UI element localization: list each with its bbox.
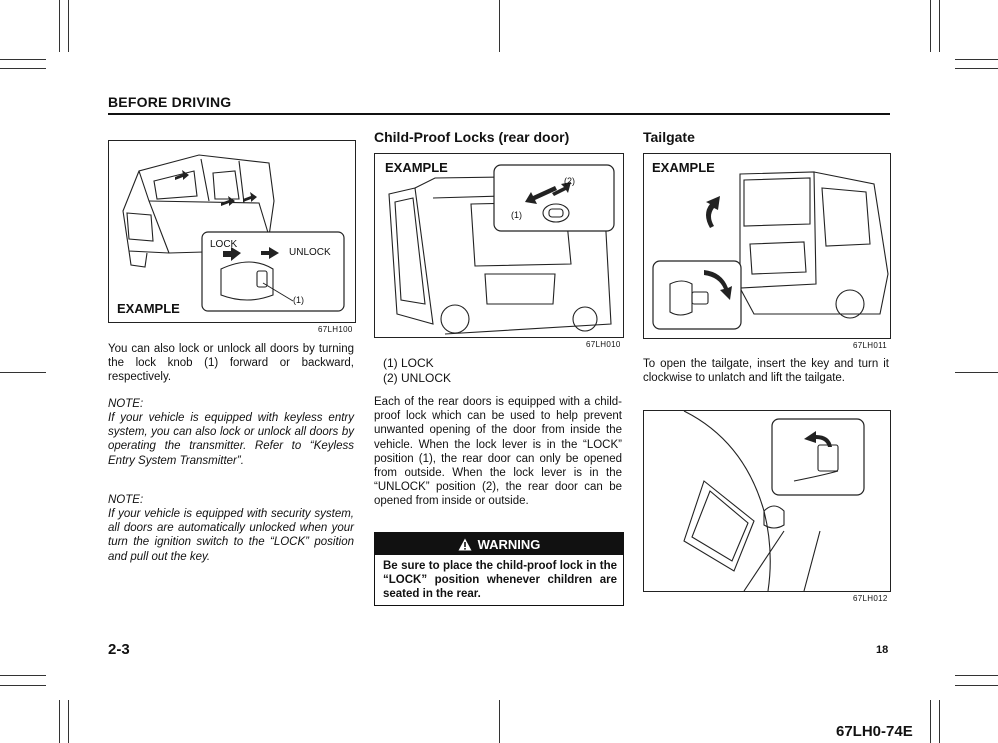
crop-mark	[59, 0, 60, 52]
callout-2: (2)	[564, 176, 575, 186]
crop-mark	[68, 700, 69, 743]
crop-mark	[59, 700, 60, 743]
tailgate-lever-drawing	[683, 411, 865, 591]
note-2-title: NOTE:	[108, 494, 144, 506]
crop-mark	[955, 68, 998, 69]
warning-box: WARNING Be sure to place the child-proof…	[374, 532, 624, 606]
list-item-unlock: (2) UNLOCK	[383, 370, 452, 385]
crop-mark	[0, 372, 46, 373]
crop-mark	[499, 700, 500, 743]
crop-mark	[955, 59, 998, 60]
child-proof-locks-title: Child-Proof Locks (rear door)	[374, 129, 570, 145]
note-2-text: If your vehicle is equipped with securit…	[108, 508, 354, 563]
tailgate-title: Tailgate	[643, 129, 695, 145]
list-item-lock: (1) LOCK	[383, 356, 434, 370]
header-rule	[108, 113, 890, 115]
crop-mark	[955, 685, 998, 686]
tailgate-key-illustration	[643, 410, 891, 592]
figure-label: EXAMPLE	[117, 301, 180, 316]
crop-mark	[0, 68, 46, 69]
figure-label: EXAMPLE	[385, 160, 448, 175]
rear-door-drawing	[388, 164, 615, 335]
crop-mark	[68, 0, 69, 52]
warning-triangle-icon	[458, 538, 472, 550]
warning-text: Be sure to place the child-proof lock in…	[383, 560, 617, 600]
child-lock-illustration: EXAMPLE (1) (2)	[374, 153, 624, 338]
warning-header: WARNING	[375, 533, 623, 555]
left-page-number: 2-3	[108, 641, 130, 658]
lock-label: LOCK	[210, 239, 238, 250]
crop-mark	[939, 0, 940, 52]
door-lock-illustration: EXAMPLE LOCK UNLOCK (1)	[108, 140, 356, 323]
crop-mark	[0, 685, 46, 686]
document-code: 67LH0-74E	[836, 723, 913, 740]
unlock-label: UNLOCK	[289, 247, 331, 258]
callout-1: (1)	[293, 295, 304, 305]
crop-mark	[0, 675, 46, 676]
section-header: BEFORE DRIVING	[108, 94, 232, 110]
tailgate-paragraph: To open the tailgate, insert the key and…	[643, 358, 889, 385]
crop-mark	[955, 675, 998, 676]
callout-1: (1)	[511, 210, 522, 220]
crop-mark	[955, 372, 998, 373]
crop-mark	[939, 700, 940, 743]
figure-code: 67LH010	[586, 340, 621, 349]
crop-mark	[930, 0, 931, 52]
child-lock-paragraph: Each of the rear doors is equipped with …	[374, 396, 622, 508]
lock-knob-paragraph: You can also lock or unlock all doors by…	[108, 343, 354, 384]
tailgate-illustration: EXAMPLE	[643, 153, 891, 339]
warning-title: WARNING	[477, 536, 541, 552]
car-door-lock-drawing	[122, 154, 345, 312]
crop-mark	[0, 59, 46, 60]
figure-label: EXAMPLE	[652, 160, 715, 175]
note-1-text: If your vehicle is equipped with keyless…	[108, 412, 354, 467]
tailgate-drawing	[652, 171, 889, 330]
crop-mark	[499, 0, 500, 52]
note-1-title: NOTE:	[108, 398, 144, 410]
right-page-number: 18	[876, 644, 889, 656]
figure-code: 67LH011	[853, 341, 887, 350]
crop-mark	[930, 700, 931, 743]
position-list: (1) LOCK (2) UNLOCK	[383, 356, 451, 385]
figure-code: 67LH012	[853, 594, 888, 603]
figure-code: 67LH100	[318, 325, 353, 334]
